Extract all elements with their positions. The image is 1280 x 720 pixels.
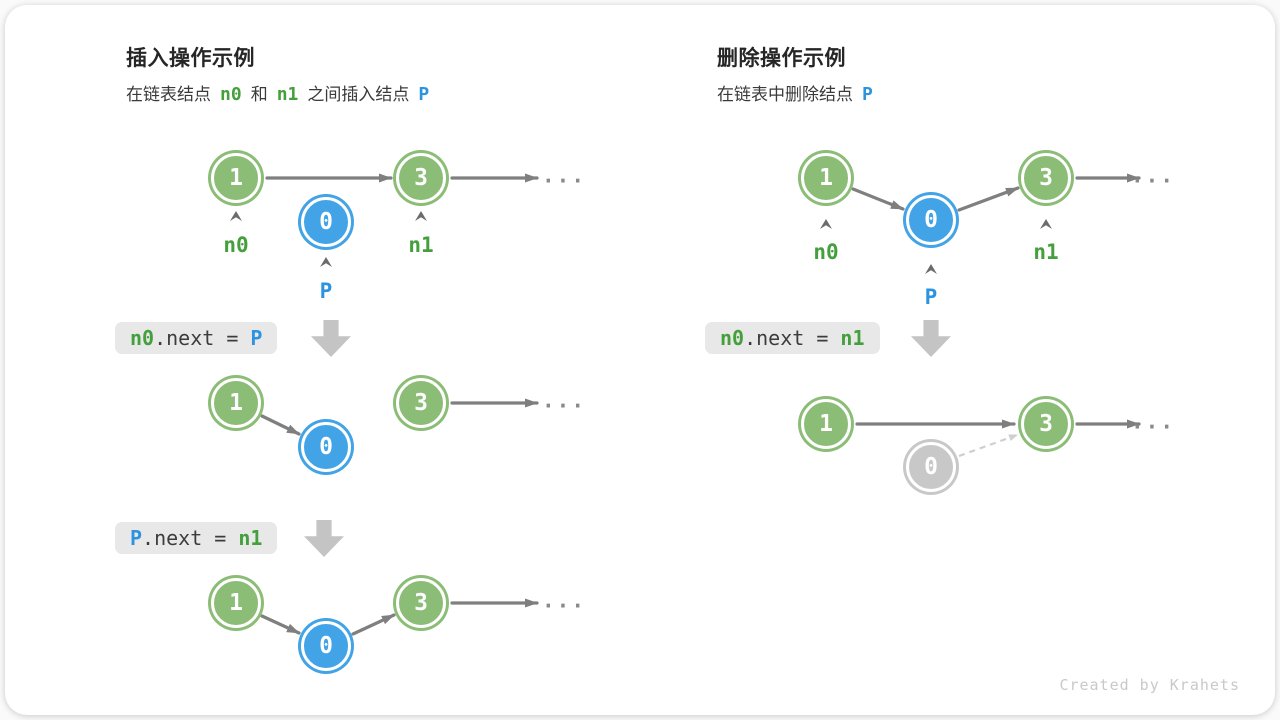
delete-panel-title: 删除操作示例 [717,47,846,70]
code-statement: P.next = n1 [115,522,278,554]
up-caret-icon [1040,219,1052,229]
node-ref-p: P [862,84,873,105]
code-mid: .next = [142,526,239,550]
pointer-label-n1: n1 [1033,240,1059,264]
subtitle-text: 和 [250,85,268,104]
list-node-value-3: 3 [396,378,446,428]
up-caret-icon [820,219,832,229]
insert-panel-subtitle: 在链表结点 n0 和 n1 之间插入结点 P [126,80,429,105]
code-mid: .next = [744,326,841,350]
delete-panel-subtitle: 在链表中删除结点 P [717,80,873,105]
code-rhs: n1 [238,526,263,550]
pointer-label-n1: n1 [408,233,434,257]
ellipsis: ... [542,588,586,613]
code-mid: .next = [154,326,251,350]
list-node-value-3: 3 [1021,153,1071,203]
pointer-label-n0: n0 [223,233,249,257]
subtitle-text: 之间插入结点 [307,85,410,104]
pointer-label-p: P [319,279,333,303]
subtitle-text: 在链表中删除结点 [717,85,853,104]
footer-credit: Created by Krahets [1059,676,1240,694]
ellipsis: ... [1131,409,1175,434]
list-node-value-0-p: 0 [301,621,351,671]
list-node-value-1: 1 [211,153,261,203]
removed-node-value-0: 0 [906,442,956,492]
code-statement: n0.next = P [115,322,278,354]
list-node-value-1: 1 [211,378,261,428]
code-lhs: n0 [130,326,155,350]
code-lhs: n0 [720,326,745,350]
code-rhs: n1 [840,326,865,350]
list-node-value-3: 3 [396,578,446,628]
ellipsis: ... [542,163,586,188]
ellipsis: ... [542,388,586,413]
code-rhs: P [250,326,263,350]
list-node-value-3: 3 [1021,399,1071,449]
list-node-value-3: 3 [396,153,446,203]
node-ref-n1: n1 [276,84,299,105]
ellipsis: ... [1131,163,1175,188]
up-caret-icon [925,264,937,274]
pointer-label-n0: n0 [813,240,839,264]
list-node-value-1: 1 [211,578,261,628]
list-node-value-1: 1 [801,399,851,449]
list-node-value-1: 1 [801,153,851,203]
up-caret-icon [320,257,332,267]
up-caret-icon [230,211,242,221]
list-node-value-0-p: 0 [301,422,351,472]
figure-card [5,5,1275,715]
list-node-value-0-p: 0 [301,197,351,247]
code-lhs: P [130,526,143,550]
list-node-value-0-p: 0 [906,195,956,245]
insert-panel-title: 插入操作示例 [126,47,255,70]
node-ref-n0: n0 [220,84,242,105]
up-caret-icon [415,211,427,221]
pointer-label-p: P [924,285,938,309]
node-ref-p: P [418,84,430,105]
subtitle-text: 在链表结点 [126,85,211,104]
code-statement: n0.next = n1 [705,322,880,354]
